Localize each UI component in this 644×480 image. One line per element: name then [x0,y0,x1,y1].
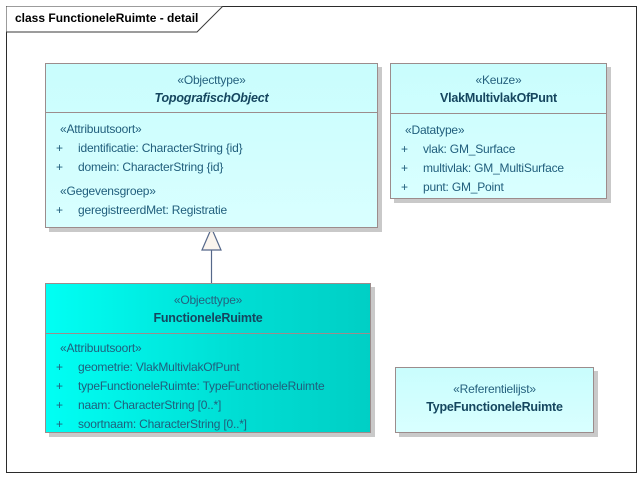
attribute-row[interactable]: + identificatie: CharacterString {id} [46,139,377,158]
attribute-text: geregistreerdMet: Registratie [78,203,227,217]
attribute-row[interactable]: + naam: CharacterString [0..*] [46,396,370,415]
diagram-title-tab [6,6,224,33]
visibility-plus: + [56,360,63,374]
generalization-arrow[interactable] [195,226,229,286]
visibility-plus: + [56,160,63,174]
attribute-text: vlak: GM_Surface [423,142,516,156]
attribute-text: soortnaam: CharacterString [0..*] [78,417,247,431]
class-box-typefunctioneleruimte[interactable]: «Referentielijst» TypeFunctioneleRuimte [395,367,594,433]
attribute-text: punt: GM_Point [423,180,504,194]
attribute-text: naam: CharacterString [0..*] [78,398,222,412]
stereotype-label: «Referentielijst» [453,382,536,396]
attribute-text: multivlak: GM_MultiSurface [423,161,564,175]
stereotype-label: «Objecttype» [173,293,243,307]
attribute-row[interactable]: + domein: CharacterString {id} [46,158,377,177]
visibility-plus: + [56,398,63,412]
section-heading: «Datatype» [405,123,465,137]
attribute-text: domein: CharacterString {id} [78,160,224,174]
class-name: FunctioneleRuimte [153,311,263,325]
class-header: «Referentielijst» TypeFunctioneleRuimte [396,368,593,416]
hollow-triangle-arrowhead [201,226,222,251]
visibility-plus: + [401,161,408,175]
attributes-compartment: «Datatype» + vlak: GM_Surface + multivla… [391,113,606,197]
visibility-plus: + [401,180,408,194]
attribute-row[interactable]: + typeFunctioneleRuimte: TypeFunctionele… [46,377,370,396]
section-heading: «Gegevensgroep» [60,184,156,198]
visibility-plus: + [401,142,408,156]
attribute-row[interactable]: + multivlak: GM_MultiSurface [391,159,606,178]
class-box-functioneleruimte[interactable]: «Objecttype» FunctioneleRuimte «Attribuu… [45,283,371,433]
attribute-text: geometrie: VlakMultivlakOfPunt [78,360,240,374]
class-header: «Objecttype» FunctioneleRuimte [46,284,370,333]
attribute-row[interactable]: + geregistreerdMet: Registratie [46,201,377,220]
class-name: TypeFunctioneleRuimte [426,400,563,414]
class-header: «Keuze» VlakMultivlakOfPunt [391,64,606,113]
section-heading: «Attribuutsoort» [60,341,142,355]
class-box-topografischobject[interactable]: «Objecttype» TopografischObject «Attribu… [45,63,378,228]
attribute-row[interactable]: + vlak: GM_Surface [391,140,606,159]
class-header: «Objecttype» TopografischObject [46,64,377,112]
section-heading: «Attribuutsoort» [60,122,142,136]
class-name: TopografischObject [154,91,269,105]
attribute-text: identificatie: CharacterString {id} [78,141,243,155]
attribute-row[interactable]: + punt: GM_Point [391,178,606,197]
visibility-plus: + [56,379,63,393]
diagram-title: class FunctioneleRuimte - detail [15,11,199,25]
class-name: VlakMultivlakOfPunt [439,91,558,105]
attributes-compartment: «Attribuutsoort» + geometrie: VlakMultiv… [46,333,370,434]
stereotype-label: «Objecttype» [177,73,246,87]
visibility-plus: + [56,141,63,155]
visibility-plus: + [56,203,63,217]
attributes-compartment: «Attribuutsoort» + identificatie: Charac… [46,112,377,220]
attribute-row[interactable]: + soortnaam: CharacterString [0..*] [46,415,370,434]
attribute-text: typeFunctioneleRuimte: TypeFunctioneleRu… [78,379,325,393]
stereotype-label: «Keuze» [475,73,522,87]
class-box-vlakmultivlakofpunt[interactable]: «Keuze» VlakMultivlakOfPunt «Datatype» +… [390,63,607,199]
visibility-plus: + [56,417,63,431]
attribute-row[interactable]: + geometrie: VlakMultivlakOfPunt [46,358,370,377]
